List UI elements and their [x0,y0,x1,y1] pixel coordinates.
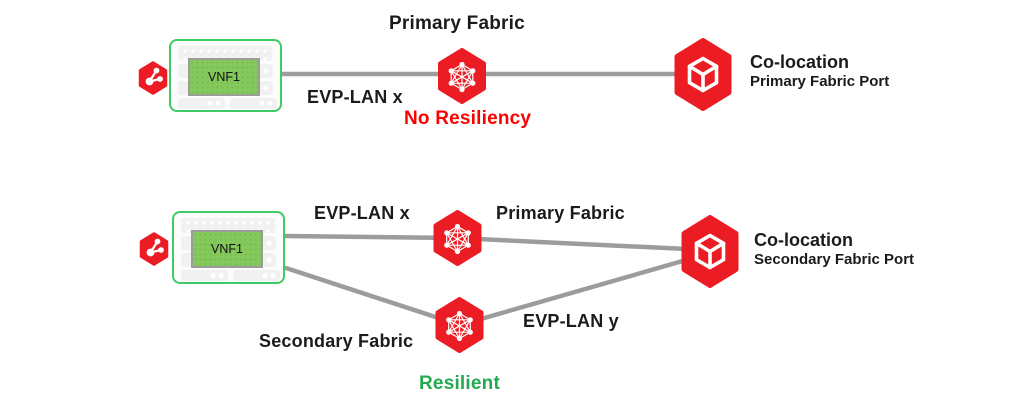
mesh-network-icon [435,297,484,353]
server-slot [181,218,276,233]
mesh-network-icon [433,210,482,266]
colocation-title: Co-location [754,230,853,250]
server-slot [233,270,280,281]
vnf-label-chip: VNF1 [191,230,263,268]
server-slot [178,98,225,109]
bottom-colocation-label-block: Co-location Secondary Fabric Port [754,229,914,269]
no-resiliency-status: No Resiliency [404,108,532,129]
cube-icon [674,38,732,111]
colocation-title: Co-location [750,52,849,72]
top-colocation-label-block: Co-location Primary Fabric Port [750,51,889,91]
link-line-bottom-evplan-y [457,251,710,328]
cube-icon [681,215,739,288]
vnf-appliance-top: VNF1 [169,39,282,112]
secondary-fabric-label: Secondary Fabric [259,331,414,351]
network-share-icon [139,232,169,266]
top-primary-fabric-title: Primary Fabric [389,13,525,34]
vnf-appliance-bottom: VNF1 [172,211,285,284]
evplan-y-label: EVP-LAN y [523,311,619,331]
server-slot [178,46,273,61]
link-line-bottom-evplan-x [282,233,710,253]
mesh-network-icon [438,48,486,104]
vnf-label-chip: VNF1 [188,58,260,96]
resilient-status: Resilient [419,373,500,394]
bottom-primary-fabric-label: Primary Fabric [496,203,625,223]
server-slot [230,98,277,109]
colocation-subtitle: Primary Fabric Port [750,73,890,90]
network-share-icon [138,61,168,95]
colocation-subtitle: Secondary Fabric Port [754,251,915,268]
link-line-bottom-to-secondary [283,265,463,328]
bottom-evplan-x-label: EVP-LAN x [314,203,410,223]
server-slot [181,270,228,281]
top-evplan-x-label: EVP-LAN x [307,87,403,107]
